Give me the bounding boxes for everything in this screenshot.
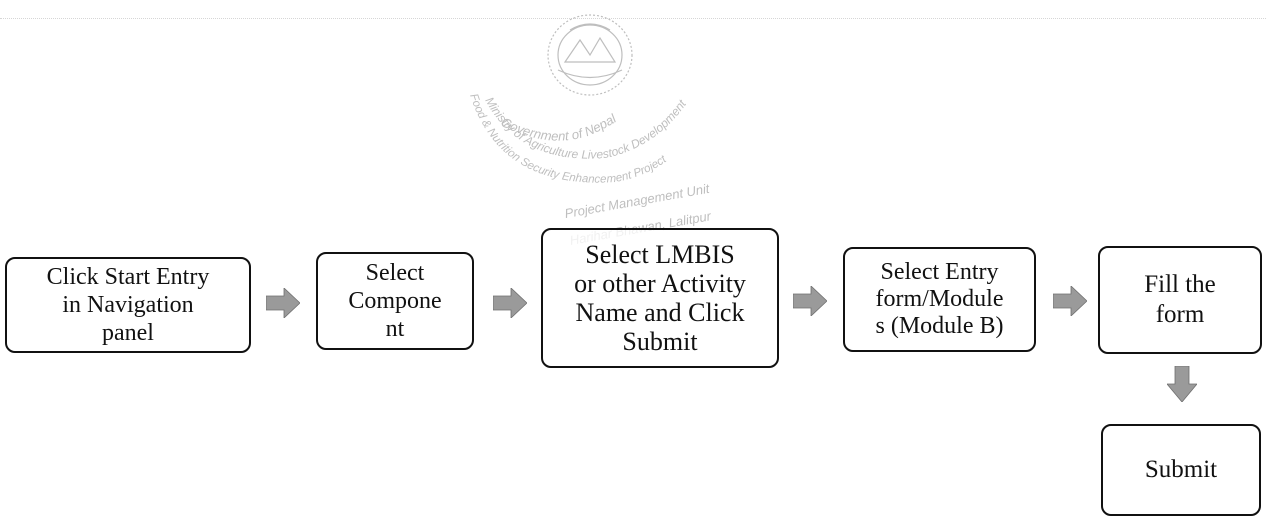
step-click-start-entry-box: Click Start Entry in Navigation panel bbox=[5, 257, 251, 353]
arrow-right-icon bbox=[266, 288, 300, 318]
top-dotted-line bbox=[0, 18, 1266, 19]
arrow-right-icon bbox=[1053, 286, 1087, 316]
step-select-lmbis-box: Select LMBIS or other Activity Name and … bbox=[541, 228, 779, 368]
government-seal-stamp: Government of Nepal Ministry of Agricult… bbox=[467, 14, 713, 248]
step-1-label: Click Start Entry in Navigation panel bbox=[46, 264, 210, 346]
step-submit-box: Submit bbox=[1101, 424, 1261, 516]
step-select-entry-form-box: Select Entry form/Module s (Module B) bbox=[843, 247, 1036, 352]
arrow-right-icon bbox=[793, 286, 827, 316]
step-4-label: Select Entry form/Module s (Module B) bbox=[875, 259, 1004, 339]
step-fill-form-box: Fill the form bbox=[1098, 246, 1262, 354]
arrow-right-icon bbox=[493, 288, 527, 318]
step-5-label: Fill the form bbox=[1144, 271, 1216, 328]
step-3-label: Select LMBIS or other Activity Name and … bbox=[574, 240, 746, 356]
step-select-component-box: Select Compone nt bbox=[316, 252, 474, 350]
step-2-label: Select Compone nt bbox=[348, 260, 442, 342]
arrow-down-icon bbox=[1167, 366, 1197, 402]
seal-emblem bbox=[547, 14, 633, 96]
step-6-label: Submit bbox=[1144, 456, 1218, 483]
